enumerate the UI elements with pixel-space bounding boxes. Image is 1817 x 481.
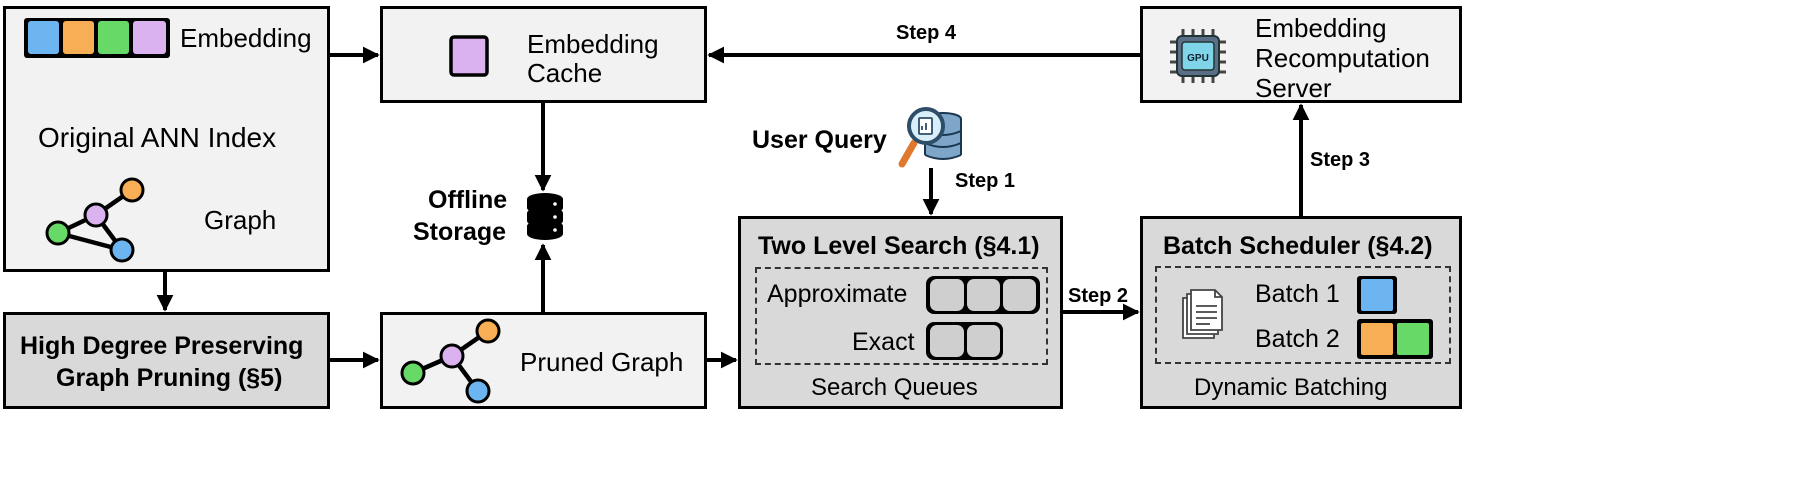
approximate-label: Approximate — [767, 280, 908, 308]
approx-queue-slot-2 — [967, 279, 1000, 311]
gpu-chip-icon: GPU — [1170, 29, 1226, 83]
documents-icon — [1182, 289, 1223, 339]
batch2-label: Batch 2 — [1255, 325, 1340, 353]
recompute-server-line1: Embedding — [1255, 13, 1387, 43]
graph-node-blue — [109, 237, 135, 263]
user-query-label: User Query — [752, 126, 887, 154]
batch1-swatches — [1357, 276, 1397, 314]
two-level-search-title: Two Level Search (§4.1) — [758, 232, 1040, 260]
approx-queue-slot-3 — [1003, 279, 1036, 311]
batch-scheduler-title: Batch Scheduler (§4.2) — [1163, 232, 1433, 260]
graph-node-green — [45, 220, 71, 246]
pruned-graph-icon — [400, 318, 501, 404]
search-queues-label: Search Queues — [811, 374, 978, 401]
embedding-cache-line2: Cache — [527, 58, 603, 88]
offline-storage-line1: Offline — [428, 186, 508, 214]
batch1-swatch-1 — [1361, 279, 1393, 311]
recompute-server-line3: Server — [1255, 73, 1332, 103]
exact-queue — [926, 322, 1003, 360]
dynamic-batching-label: Dynamic Batching — [1194, 374, 1388, 401]
approx-queue-slot-1 — [930, 279, 964, 311]
pruned-node-green — [400, 360, 426, 386]
embedding-swatch-3 — [98, 21, 129, 54]
pruned-node-blue — [465, 378, 491, 404]
embedding-cache-line1: Embedding — [527, 29, 659, 59]
cache-embedding-swatch — [449, 35, 489, 77]
approximate-queue — [926, 276, 1040, 314]
exact-label: Exact — [852, 328, 915, 356]
pruned-node-purple — [439, 343, 465, 369]
batch2-swatches — [1357, 319, 1433, 359]
graph-pruning-line1: High Degree Preserving — [20, 332, 304, 360]
graph-label: Graph — [204, 205, 277, 235]
embedding-swatch-strip — [24, 18, 170, 58]
batching-area — [1155, 266, 1451, 364]
pruned-graph-label: Pruned Graph — [520, 347, 684, 377]
embedding-label: Embedding — [180, 23, 312, 53]
step4-label: Step 4 — [896, 22, 957, 44]
batch1-label: Batch 1 — [1255, 280, 1340, 308]
pruned-graph-box — [380, 312, 707, 409]
offline-storage-icon — [527, 193, 563, 240]
original-graph-icon — [45, 177, 145, 263]
step3-label: Step 3 — [1310, 149, 1371, 171]
step2-label: Step 2 — [1068, 285, 1129, 307]
embedding-swatch-1 — [28, 21, 59, 54]
graph-pruning-box — [3, 312, 330, 409]
exact-queue-slot-1 — [930, 325, 964, 357]
embedding-cache-box — [380, 6, 707, 103]
offline-storage-line2: Storage — [413, 218, 507, 246]
original-ann-index-title: Original ANN Index — [38, 122, 277, 153]
graph-pruning-line2: Graph Pruning (§5) — [56, 364, 283, 392]
user-query-icon — [898, 107, 962, 168]
batch2-swatch-1 — [1361, 323, 1393, 355]
step1-label: Step 1 — [955, 170, 1016, 192]
graph-node-purple — [83, 202, 109, 228]
graph-node-orange — [119, 177, 145, 203]
pruned-node-orange — [475, 318, 501, 344]
embedding-swatch-4 — [133, 21, 166, 54]
exact-queue-slot-2 — [967, 325, 1000, 357]
recompute-server-line2: Recomputation — [1255, 43, 1430, 73]
embedding-swatch-2 — [63, 21, 94, 54]
batch2-swatch-2 — [1397, 323, 1429, 355]
gpu-chip-text: GPU — [1187, 53, 1209, 64]
search-queues-area — [755, 267, 1048, 365]
